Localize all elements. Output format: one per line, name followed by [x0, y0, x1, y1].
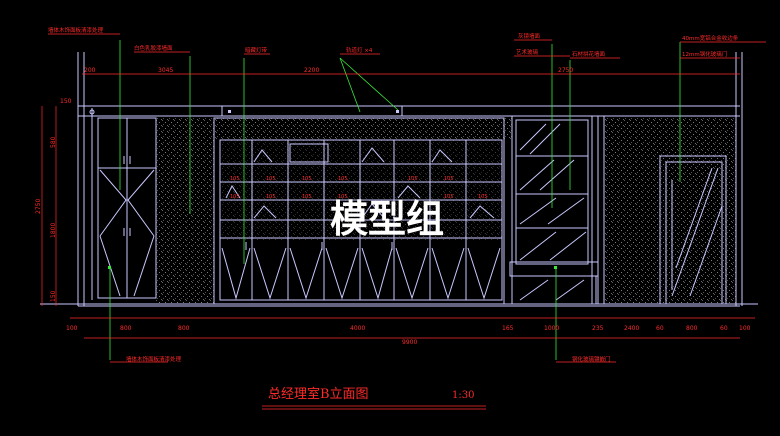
- dim-label: 165: [502, 325, 514, 332]
- drawing-title: 总经理室B立面图: [268, 386, 369, 402]
- leader-lines: [109, 40, 681, 360]
- shelf-label: 105: [444, 176, 454, 182]
- callout-label: 钢化玻璃镶嵌门: [572, 355, 611, 363]
- markers: [108, 110, 557, 269]
- dim-label: 2200: [304, 67, 319, 74]
- shelf-label: 105: [408, 176, 418, 182]
- overall-dim-label: 9900: [402, 339, 417, 346]
- dimension-lines: [41, 33, 766, 410]
- top-callouts: 墙体木饰面板清漆处理 白色乳胶漆墙面 暗藏灯带 轨道灯 ×4 灰镜墙面 艺术玻璃…: [48, 26, 739, 58]
- dim-label: 1800: [50, 223, 57, 238]
- shelf-label: 105: [302, 194, 312, 200]
- shelf-label: 105: [338, 194, 348, 200]
- dim-label: 580: [50, 136, 57, 148]
- dim-label: 1000: [544, 325, 559, 332]
- dim-label: 60: [720, 325, 728, 332]
- callout-label: 墙体木饰面板清漆处理: [126, 355, 182, 363]
- dim-label: 100: [739, 325, 751, 332]
- shelf-label: 105: [338, 176, 348, 182]
- bottom-callouts: 墙体木饰面板清漆处理 钢化玻璃镶嵌门: [126, 355, 611, 363]
- callout-label: 暗藏灯带: [245, 46, 268, 54]
- dim-label: 150: [50, 290, 57, 302]
- glass-display-unit: [509, 115, 605, 305]
- dim-label: 3045: [158, 67, 173, 74]
- wood-door-pair: [89, 108, 157, 300]
- callout-label: 轨道灯 ×4: [346, 46, 373, 54]
- glass-door: [659, 155, 727, 305]
- callout-label: 40mm宽铝合金收边条: [682, 34, 739, 42]
- dim-label: 200: [84, 67, 96, 74]
- dim-label: 2400: [624, 325, 639, 332]
- drawing-scale: 1:30: [452, 390, 474, 401]
- dim-label: 150: [60, 98, 72, 105]
- callout-label: 艺术玻璃: [516, 48, 539, 56]
- bottom-dimensions: 100 800 800 4000 165 1000 235 2400 60 80…: [66, 325, 751, 346]
- shelf-labels: 105 105 105 105 105 105 105 105 105 105 …: [230, 176, 488, 200]
- left-dimensions: 150 2750 580 1800 150: [35, 98, 72, 302]
- dim-label: 235: [592, 325, 604, 332]
- dim-label: 2750: [558, 67, 573, 74]
- shelf-label: 105: [266, 176, 276, 182]
- wall-outline: [40, 52, 758, 307]
- shelf-label: 105: [302, 176, 312, 182]
- bookcase: [213, 117, 505, 305]
- watermark: 模型组: [330, 197, 444, 241]
- dim-label: 800: [686, 325, 698, 332]
- shelf-label: 105: [230, 194, 240, 200]
- callout-label: 石材拼花墙面: [572, 50, 606, 58]
- top-dimensions: 200 3045 2200 2750: [84, 67, 573, 74]
- shelf-label: 105: [444, 194, 454, 200]
- dim-label: 4000: [350, 325, 365, 332]
- dim-label: 800: [178, 325, 190, 332]
- shelf-label: 105: [230, 176, 240, 182]
- callout-label: 白色乳胶漆墙面: [134, 44, 173, 52]
- dim-label: 2750: [35, 199, 42, 214]
- callout-label: 墙体木饰面板清漆处理: [48, 26, 104, 34]
- stone-texture: [156, 118, 736, 304]
- callout-label: 灰镜墙面: [518, 32, 541, 40]
- shelf-label: 105: [266, 194, 276, 200]
- dim-label: 60: [656, 325, 664, 332]
- title-block: 总经理室B立面图 1:30: [268, 386, 474, 402]
- dim-label: 800: [120, 325, 132, 332]
- shelf-label: 105: [478, 194, 488, 200]
- callout-label: 12mm钢化玻璃门: [682, 50, 727, 58]
- dim-label: 100: [66, 325, 78, 332]
